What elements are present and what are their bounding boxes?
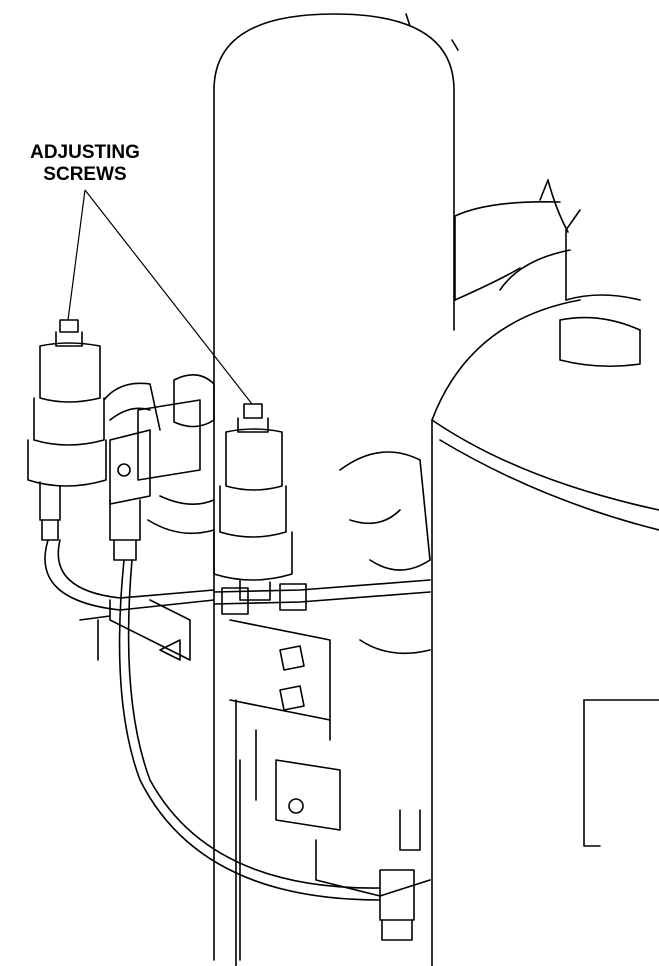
vertical-cylinder: [214, 14, 458, 960]
callout-line-2: SCREWS: [43, 164, 127, 185]
leader-line-left: [68, 190, 85, 320]
pressure-control-left: [28, 320, 106, 540]
solenoid-valve: [104, 375, 214, 560]
compressor-dome: [432, 180, 659, 966]
callout-label: ADJUSTING SCREWS: [0, 142, 170, 186]
background-cylinder: [455, 202, 560, 300]
lower-fittings: [236, 452, 430, 966]
pressure-control-right: [214, 404, 292, 600]
callout-line-1: ADJUSTING: [30, 142, 140, 163]
mounting-bracket: [80, 600, 330, 740]
tubing: [45, 540, 430, 900]
leader-line-right: [85, 190, 252, 404]
